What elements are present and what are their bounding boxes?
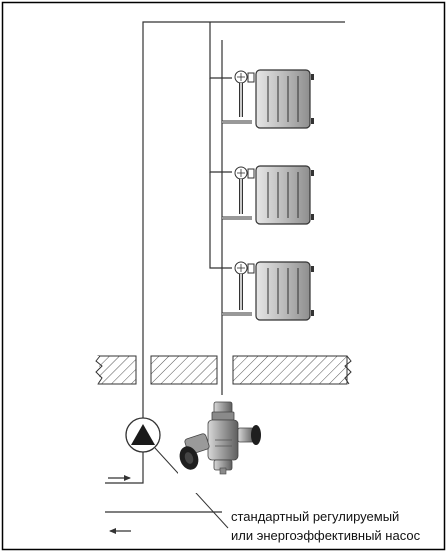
arrow-right-icon [108, 475, 131, 481]
radiator-2 [222, 166, 314, 224]
pump-caption-line-2: или энергоэффективный насос [231, 529, 420, 542]
radiator-icon [256, 166, 314, 224]
radiator-supply-branch [210, 22, 232, 268]
radiator-3 [222, 262, 314, 320]
pump-symbol-icon [126, 418, 160, 452]
arrow-left-icon [109, 528, 131, 534]
radiator-icon [256, 262, 314, 320]
radiator-1 [222, 70, 314, 128]
radiator-icon [256, 70, 314, 128]
floor-slab [96, 356, 351, 384]
balancing-valve-icon [176, 395, 270, 493]
thermostatic-head-icon [235, 262, 247, 274]
thermostatic-head-icon [235, 71, 247, 83]
pump-caption-line-1: стандартный регулируемый [231, 510, 399, 523]
thermostatic-head-icon [235, 167, 247, 179]
